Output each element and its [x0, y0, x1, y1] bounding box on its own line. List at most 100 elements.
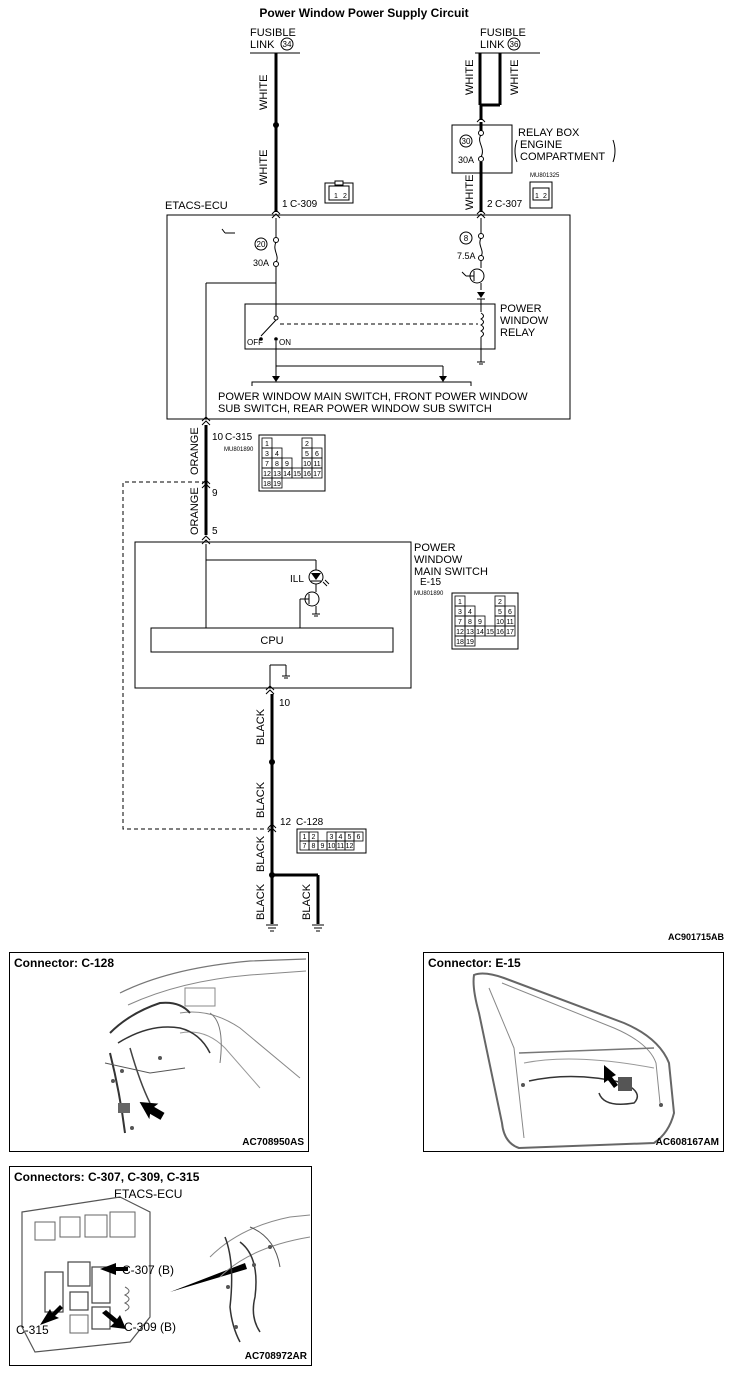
panel-c128-title: Connector: C-128	[14, 956, 115, 970]
connector-pin-number: 8	[468, 619, 472, 626]
connector-pin-number: 11	[313, 461, 320, 468]
connector-pin-number: 7	[265, 461, 269, 468]
main-switch-part: MU801890	[414, 591, 444, 597]
c307-connector-icon: 1 2	[529, 181, 553, 209]
connector-pin-number: 5	[305, 451, 309, 458]
connector-pin-number: 11	[337, 843, 344, 850]
connector-pin-number: 2	[498, 599, 502, 606]
connector-pin-number: 16	[303, 471, 311, 478]
wire-label-black-3: BLACK	[255, 835, 267, 872]
pin-10: 10	[279, 698, 291, 709]
wire-label-white-5: WHITE	[464, 175, 476, 210]
svg-text:2: 2	[343, 193, 347, 200]
connector-pin-number: 12	[263, 471, 271, 478]
connector-pin-number: 3	[265, 451, 269, 458]
main-switch-label-2: WINDOW	[414, 554, 463, 566]
connector-pin-number: 4	[468, 609, 472, 616]
connector-pin-number: 5	[498, 609, 502, 616]
relay-on-label: ON	[279, 338, 291, 347]
etacs-ecu-box	[166, 214, 571, 420]
wire-label-white-2: WHITE	[258, 150, 270, 185]
connector-pin-number: 7	[458, 619, 462, 626]
panel-c307: Connectors: C-307, C-309, C-315 ETACS-EC…	[9, 1166, 312, 1366]
relay-label-2: WINDOW	[500, 315, 549, 327]
c309-pin: 1	[282, 199, 288, 210]
connector-pin-number: 6	[357, 834, 361, 841]
connector-pin-number: 4	[275, 451, 279, 458]
fuse-20-number: 20	[257, 240, 266, 249]
panel-e15-title: Connector: E-15	[428, 956, 521, 970]
connector-pin-number: 6	[508, 609, 512, 616]
c315-name: C-315	[225, 432, 253, 443]
c315-part: MU801890	[224, 447, 254, 453]
connector-pin-number: 19	[273, 481, 281, 488]
main-switch-label-1: POWER	[414, 542, 456, 554]
relay-box-fuse-amp: 30A	[458, 155, 474, 165]
label-c307-b: C-307 (B)	[122, 1263, 175, 1277]
connector-pin-number: 7	[303, 843, 307, 850]
fusible-link-36-number: 36	[510, 40, 519, 49]
connector-pin-number: 14	[283, 471, 291, 478]
connector-pin-number: 4	[339, 834, 343, 841]
panel-e15-code: AC608167AM	[655, 1137, 719, 1148]
c307-part: MU801325	[530, 173, 560, 179]
fusible-link-34-label-2: LINK	[250, 39, 275, 51]
connector-pin-number: 14	[476, 629, 484, 636]
panel-c307-title: Connectors: C-307, C-309, C-315	[14, 1170, 200, 1184]
wire-label-white-3: WHITE	[464, 60, 476, 95]
c128-name: C-128	[296, 817, 324, 828]
c307-name: C-307	[495, 199, 523, 210]
connector-pin-number: 15	[486, 629, 494, 636]
panel-c307-code: AC708972AR	[244, 1351, 307, 1362]
c307-pin: 2	[487, 199, 493, 210]
main-switch-box	[134, 541, 412, 689]
connector-pin-number: 3	[330, 834, 334, 841]
panel-c128: Connector: C-128 AC708950AS	[9, 952, 309, 1152]
label-c315: C-315	[16, 1323, 49, 1337]
pin-5: 5	[212, 526, 218, 537]
connector-pin-number: 6	[315, 451, 319, 458]
c128-location-photo	[104, 958, 307, 1134]
wire-label-white-4: WHITE	[509, 60, 521, 95]
svg-text:1: 1	[334, 193, 338, 200]
figure-code: AC901715AB	[668, 932, 725, 942]
connector-pin-number: 2	[312, 834, 316, 841]
connector-pin-number: 8	[312, 843, 316, 850]
wire-label-black-5: BLACK	[301, 883, 313, 920]
wire-label-white-1: WHITE	[258, 75, 270, 110]
fusible-link-34-number: 34	[283, 40, 292, 49]
relay-off-label: OFF	[247, 338, 263, 347]
destination-label-1: POWER WINDOW MAIN SWITCH, FRONT POWER WI…	[218, 391, 528, 403]
connector-pin-number: 9	[478, 619, 482, 626]
pin-9: 9	[212, 488, 218, 499]
svg-text:1: 1	[535, 193, 539, 200]
relay-box-label: RELAY BOX	[518, 127, 580, 139]
connector-pin-number: 16	[496, 629, 504, 636]
relay-label-1: POWER	[500, 303, 542, 315]
etacs-ecu-label: ETACS-ECU	[165, 200, 228, 212]
c315-pin: 10	[212, 432, 224, 443]
connector-pin-number: 11	[506, 619, 513, 626]
fuse-20-amp: 30A	[253, 258, 269, 268]
wire-label-black-2: BLACK	[255, 781, 267, 818]
wire-label-orange-1: ORANGE	[189, 427, 201, 475]
relay-box: 30 30A RELAY BOX ENGINE COMPARTMENT	[451, 122, 616, 174]
connector-pin-number: 1	[303, 834, 307, 841]
connector-pin-number: 15	[293, 471, 301, 478]
panel-c307-subtitle: ETACS-ECU	[114, 1187, 183, 1201]
svg-text:2: 2	[543, 193, 547, 200]
relay-box-sub2: COMPARTMENT	[520, 151, 605, 163]
connector-pin-number: 13	[273, 471, 281, 478]
fuse-8-amp: 7.5A	[457, 251, 476, 261]
ground-icon	[312, 924, 324, 932]
wire-label-orange-2: ORANGE	[189, 487, 201, 535]
connector-pin-number: 9	[285, 461, 289, 468]
panel-e15: Connector: E-15 AC608167AM	[423, 952, 724, 1152]
fusible-link-36-label-1: FUSIBLE	[480, 27, 526, 39]
connector-pin-number: 13	[466, 629, 474, 636]
c309-name: C-309	[290, 199, 318, 210]
connector-pin-number: 18	[263, 481, 271, 488]
circuit-diagram: Power Window Power Supply Circuit FUSIBL…	[122, 6, 725, 942]
connector-pin-number: 12	[456, 629, 464, 636]
diagram-title: Power Window Power Supply Circuit	[259, 6, 468, 20]
